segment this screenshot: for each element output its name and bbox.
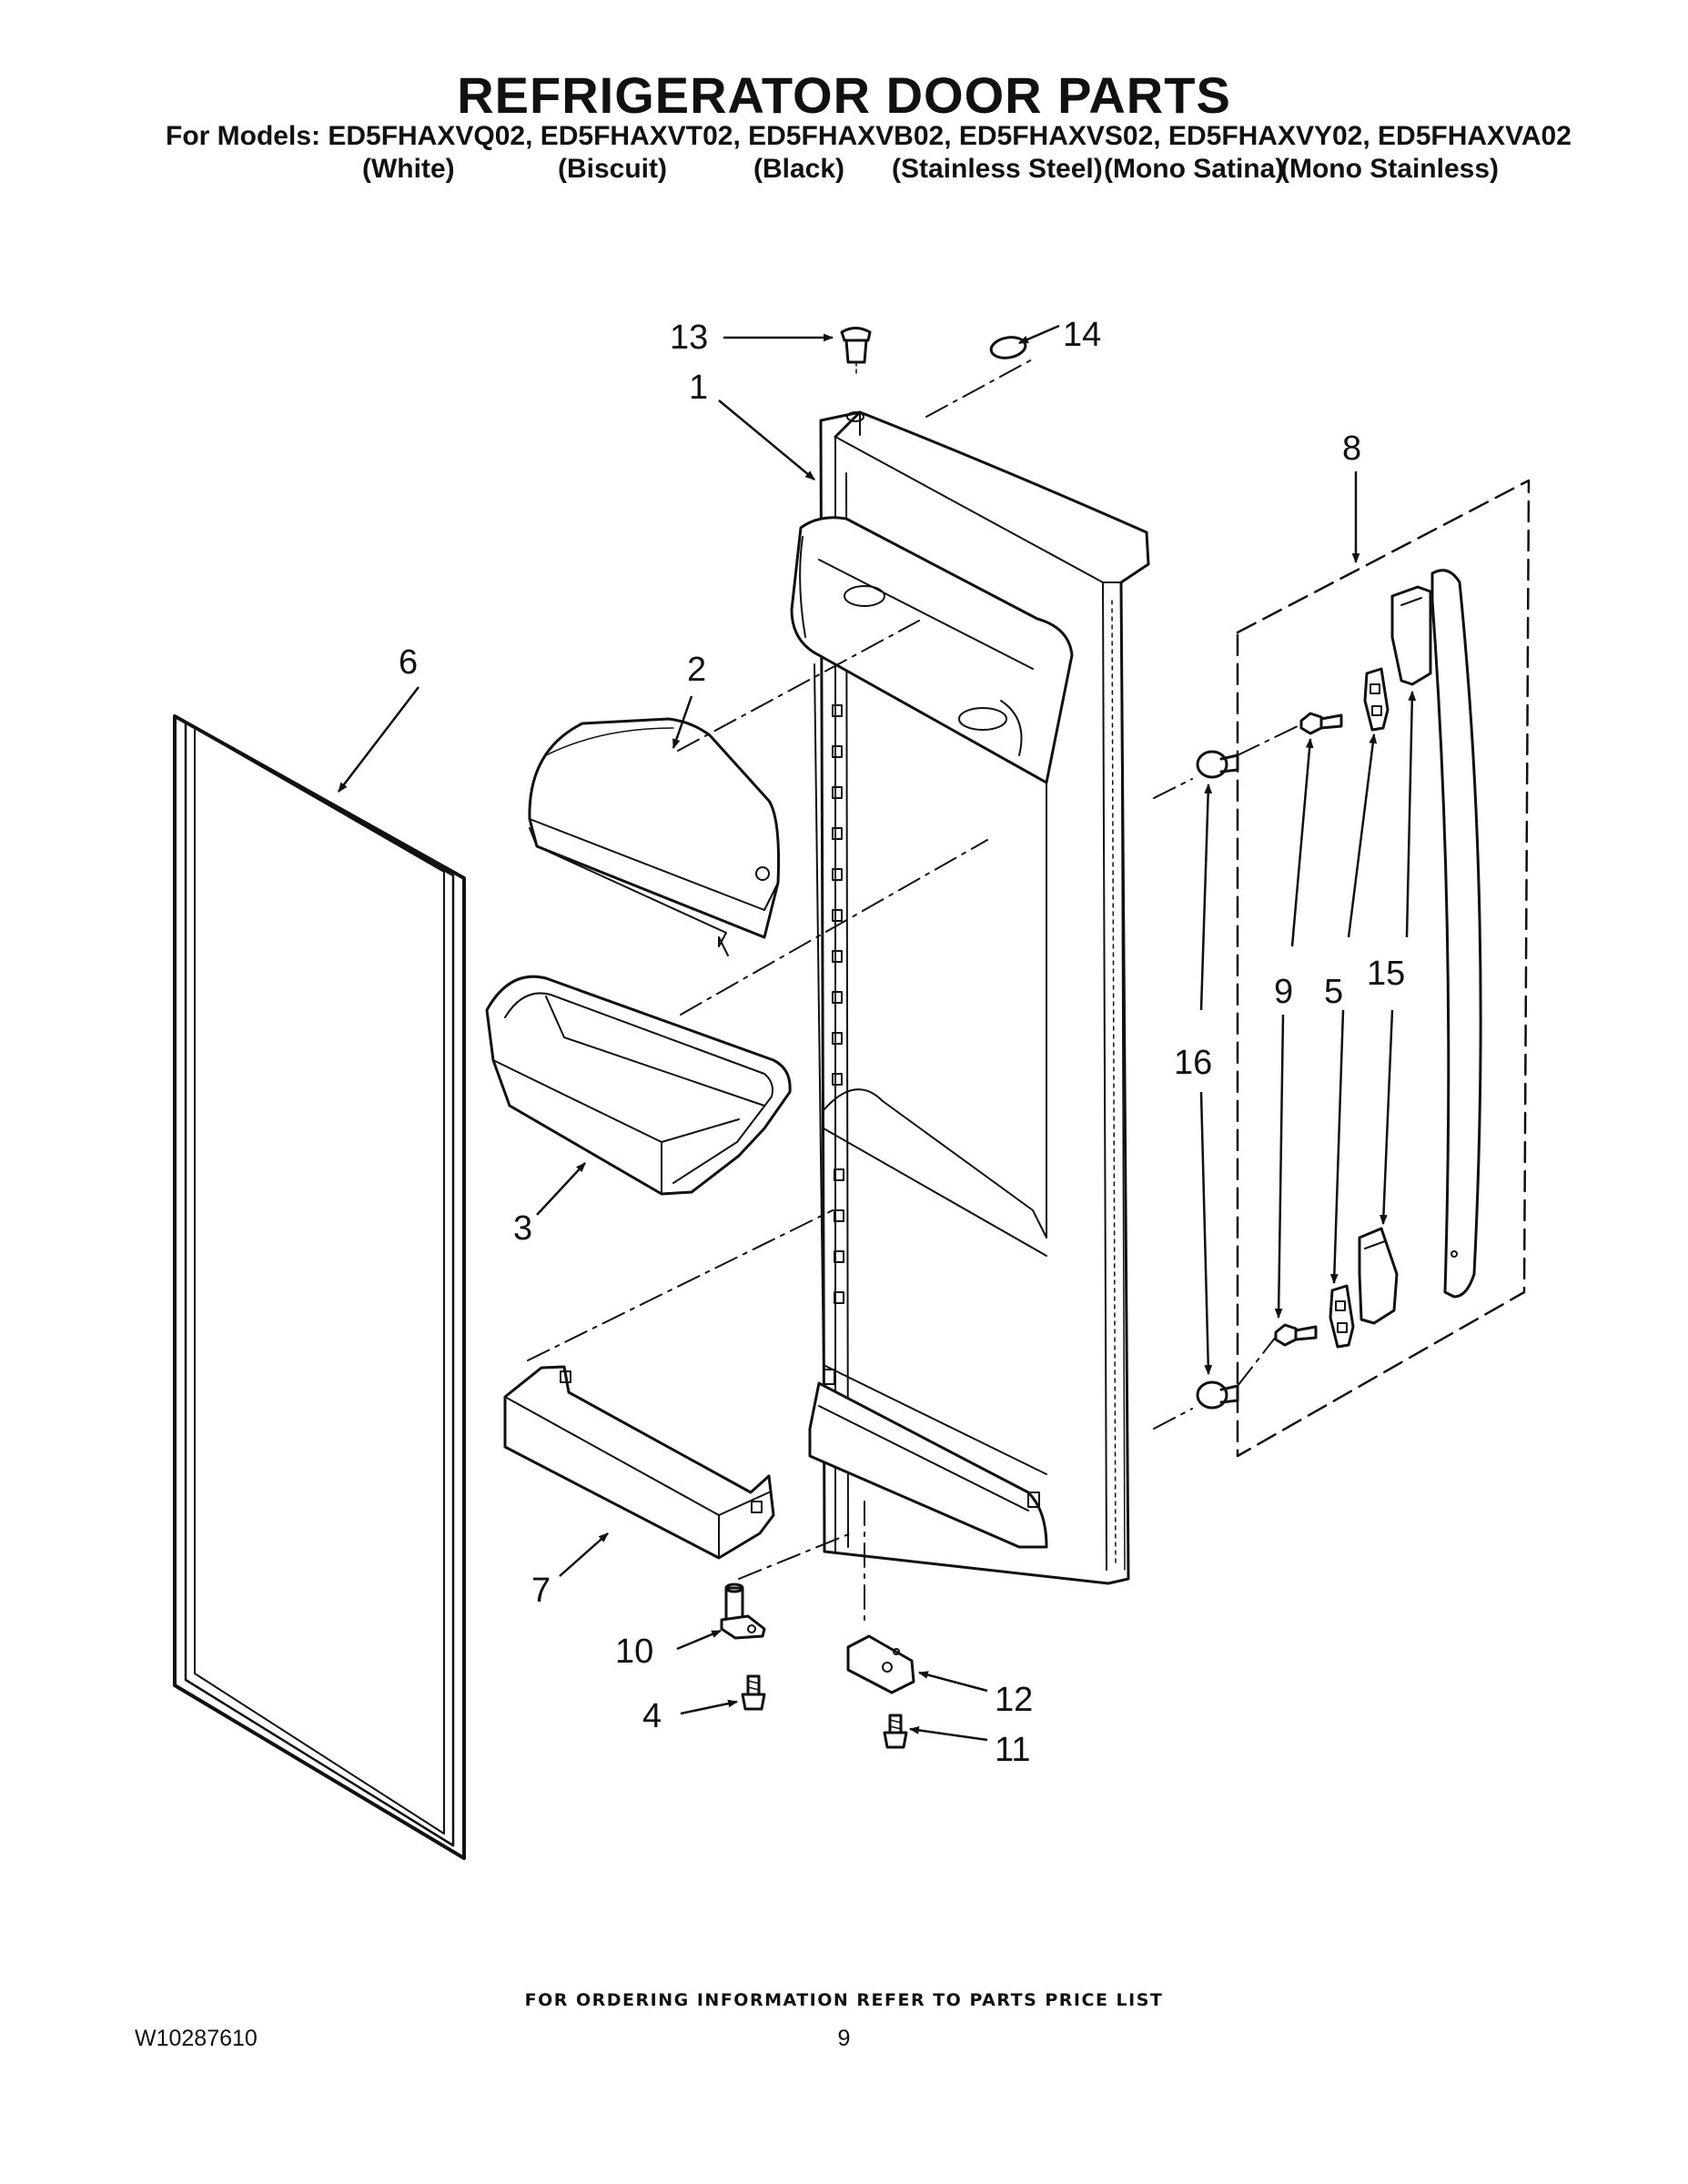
callout-labels: 13 14 1 8 6 2 15 5 9 16 3 7 10 12 4 11: [399, 316, 1405, 1769]
handle-assembly-boundary: [1236, 479, 1531, 1458]
variant-stainless-steel: (Stainless Steel): [892, 154, 1103, 184]
document-number: W10287610: [135, 2026, 258, 2051]
dairy-door: [528, 717, 781, 956]
bottom-door-bin: [503, 1365, 775, 1560]
handle-bracket-upper: [1363, 667, 1390, 732]
leader-arrows: [338, 324, 1417, 1742]
callout-16: 16: [1174, 1044, 1212, 1082]
callout-4: 4: [642, 1697, 662, 1735]
page-number: 9: [837, 2026, 851, 2051]
callout-12: 12: [995, 1681, 1033, 1719]
callout-11: 11: [995, 1731, 1030, 1769]
alignment-lines: [527, 357, 1302, 1621]
handle-end-cap-upper: [1390, 585, 1432, 686]
hinge-bracket: [846, 1634, 915, 1694]
o-ring: [989, 336, 1027, 359]
handle-stud-upper: [1196, 750, 1239, 779]
screw-11: [883, 1714, 908, 1749]
models-line: For Models: ED5FHAXVQ02, ED5FHAXVT02, ED…: [166, 121, 1572, 151]
door-gasket: [173, 714, 466, 1860]
callout-15: 15: [1367, 955, 1405, 993]
callout-1: 1: [689, 369, 708, 407]
hinge-bushing: [840, 327, 872, 376]
variant-black: (Black): [753, 154, 845, 184]
door-handle: [1430, 569, 1482, 1299]
callout-7: 7: [531, 1572, 551, 1610]
door-bin: [485, 975, 792, 1196]
callout-9: 9: [1274, 973, 1293, 1011]
variant-mono-satina: (Mono Satina): [1104, 154, 1285, 184]
variant-mono-stainless: (Mono Stainless): [1280, 154, 1500, 184]
handle-screw-lower: [1274, 1323, 1318, 1347]
callout-3: 3: [513, 1209, 532, 1248]
lower-hinge-pin: [720, 1582, 766, 1640]
ordering-note: FOR ORDERING INFORMATION REFER TO PARTS …: [524, 1990, 1164, 2010]
door-assembly: [790, 410, 1150, 1585]
handle-screw-upper: [1299, 712, 1343, 735]
callout-14: 14: [1063, 316, 1101, 354]
handle-end-cap-lower: [1358, 1227, 1399, 1325]
callout-13: 13: [670, 318, 708, 357]
variant-biscuit: (Biscuit): [558, 154, 667, 184]
callout-2: 2: [687, 651, 706, 689]
screw-4: [741, 1674, 766, 1711]
callout-5: 5: [1324, 973, 1343, 1011]
handle-stud-lower: [1196, 1380, 1239, 1410]
variant-white: (White): [362, 154, 455, 184]
callout-6: 6: [399, 643, 418, 682]
handle-bracket-lower: [1329, 1284, 1355, 1349]
callout-8: 8: [1342, 430, 1361, 468]
callout-10: 10: [615, 1633, 653, 1671]
page-title: REFRIGERATOR DOOR PARTS: [457, 66, 1231, 124]
